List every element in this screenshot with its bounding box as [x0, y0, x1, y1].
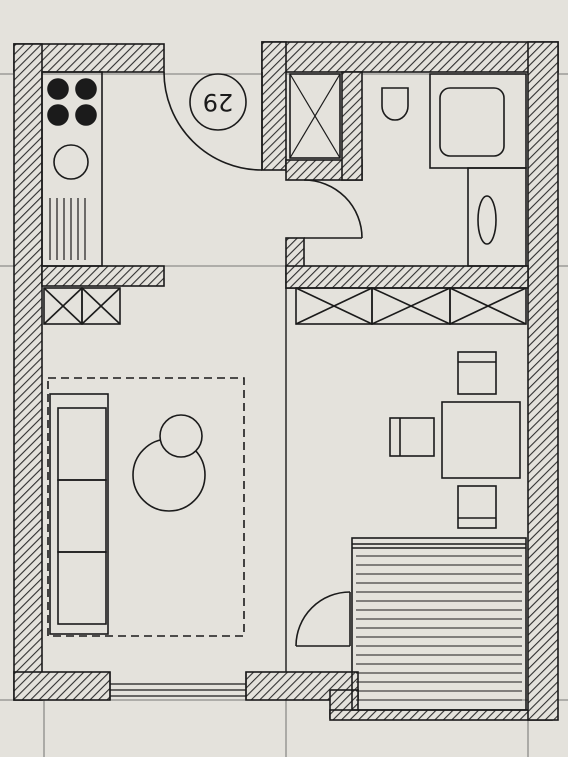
stove-burner-icon — [75, 104, 97, 126]
stove-burner-icon — [75, 78, 97, 100]
side-table-icon — [159, 414, 203, 458]
cabinet-icon — [81, 287, 121, 325]
stove-burner-icon — [47, 78, 69, 100]
bed-stripes — [356, 555, 522, 701]
chair-icon — [457, 351, 497, 395]
wall-bath-bottom — [285, 265, 529, 289]
unit-number: 29 — [203, 88, 234, 116]
living-room — [47, 377, 245, 637]
entry-door — [163, 71, 263, 171]
dining-table-icon — [441, 401, 521, 479]
bath-cabinet-icon — [467, 167, 527, 267]
wall-left — [13, 43, 43, 701]
bed-icon — [351, 537, 527, 711]
wall-bottom-left — [13, 671, 111, 701]
wall-top-right — [261, 41, 559, 73]
stove-burner-icon — [47, 104, 69, 126]
bath-basin-icon — [477, 195, 497, 245]
wall-shower-right — [341, 71, 363, 181]
wardrobe-icon — [449, 287, 527, 325]
kitchen — [41, 71, 121, 325]
sink-icon — [53, 144, 89, 180]
window-bottom — [109, 672, 247, 700]
wall-right — [527, 41, 559, 721]
wall-bath-left-upper — [261, 41, 287, 171]
wall-bottom-right — [329, 709, 553, 721]
bedroom — [295, 287, 527, 711]
kitchen-counter — [41, 71, 103, 267]
walls — [13, 41, 559, 721]
chair-icon — [457, 485, 497, 529]
toilet-icon — [381, 87, 409, 121]
unit-number-badge: 29 — [189, 73, 247, 131]
washbasin-icon — [439, 87, 505, 157]
drainboard-icon — [49, 198, 86, 260]
bedroom-door — [295, 591, 351, 647]
bathroom — [289, 73, 527, 267]
wall-kitchen-bottom — [41, 265, 165, 287]
shower-icon — [289, 73, 341, 159]
rug-outline — [47, 377, 245, 637]
sofa-icon — [49, 393, 109, 635]
chair-icon — [389, 417, 435, 457]
